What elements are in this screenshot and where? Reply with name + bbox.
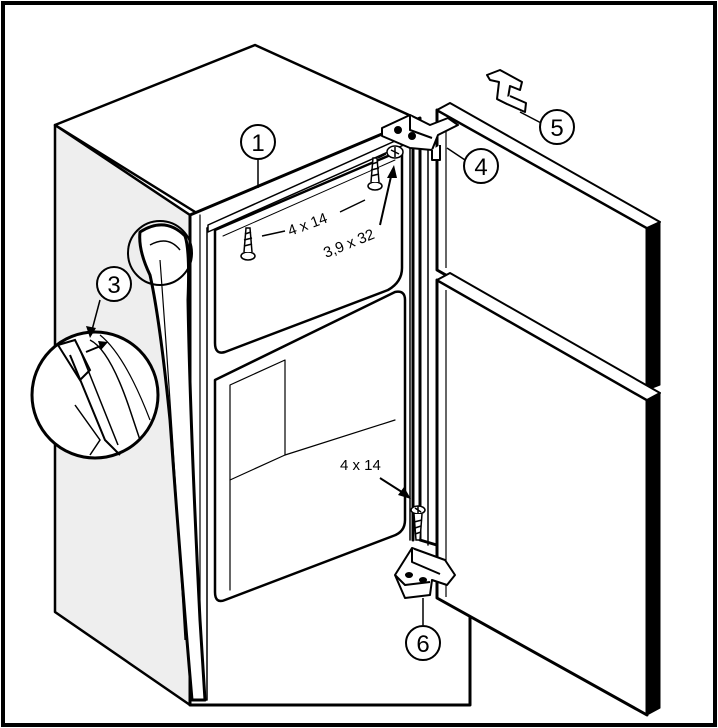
svg-text:4: 4 [474, 154, 487, 181]
screw-long [377, 145, 404, 159]
callout-6: 6 [405, 625, 441, 661]
callout-5: 5 [539, 109, 575, 145]
trim-detail-magnifier [30, 330, 160, 460]
svg-text:5: 5 [550, 115, 563, 142]
lower-compartment [213, 290, 407, 603]
upper-compartment [213, 148, 404, 354]
svg-text:6: 6 [416, 631, 429, 658]
dimension-label-bottom-screw: 4 x 14 [340, 457, 381, 474]
callout-4: 4 [463, 148, 499, 184]
screw-upper-right [367, 157, 383, 191]
svg-text:3: 3 [107, 272, 120, 299]
top-hinge-part-4 [381, 114, 459, 161]
doors [435, 102, 661, 717]
screw-bottom [410, 505, 426, 541]
svg-text:1: 1 [251, 130, 264, 157]
bottom-hinge-part-6 [394, 547, 456, 599]
hinge-cover-part-5 [486, 69, 527, 113]
screw-upper-left [240, 227, 256, 261]
trim-detail-marker [127, 220, 193, 286]
callout-3: 3 [96, 266, 132, 302]
curved-trim-strip [138, 223, 207, 702]
callout-1: 1 [240, 124, 276, 160]
